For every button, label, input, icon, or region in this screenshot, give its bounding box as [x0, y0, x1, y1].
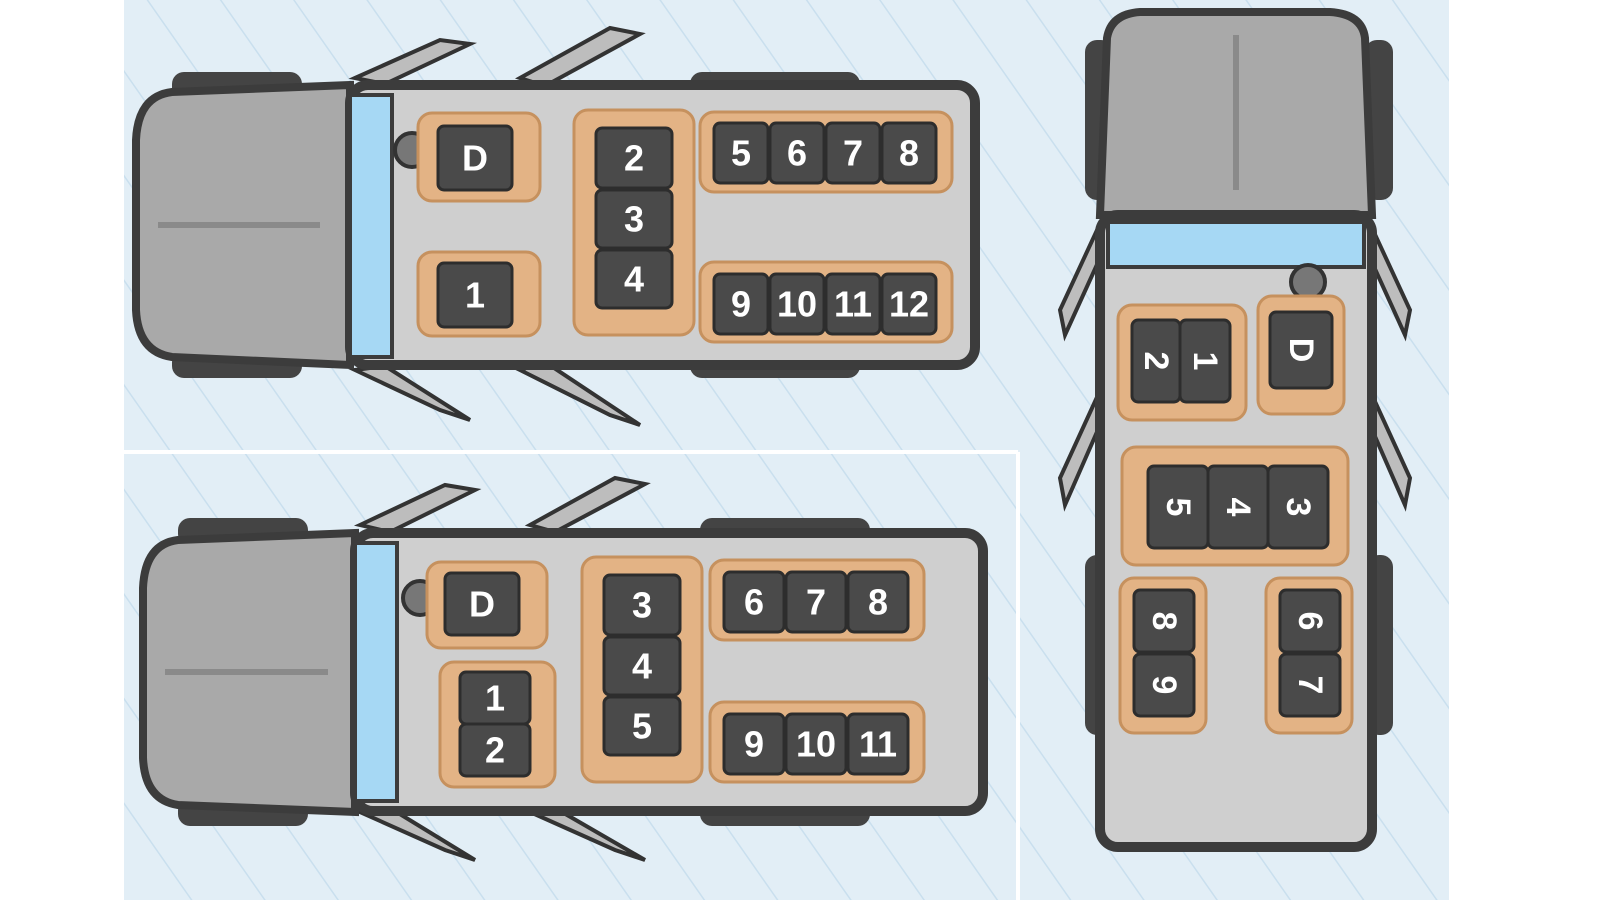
seat-number: 9	[744, 724, 764, 765]
seat-number: 7	[1291, 676, 1329, 695]
seat-cushion	[784, 570, 848, 634]
seat-number: 9	[1145, 676, 1183, 695]
seat-cushion	[880, 272, 938, 336]
rear-bench-bottom: 9 10 11	[708, 700, 926, 784]
seat-cushion	[1268, 310, 1334, 390]
seat-cushion	[1278, 588, 1342, 654]
door-panels	[1057, 227, 1413, 512]
seat-number: 5	[632, 706, 652, 747]
seat-cushion	[602, 695, 682, 757]
seat-cushion	[1132, 588, 1196, 654]
front-passenger-seat: 12	[438, 660, 557, 789]
seat-number: 8	[899, 133, 919, 174]
seat-number: D	[462, 138, 488, 179]
seat-number: 11	[834, 284, 872, 325]
seat-cushion	[768, 272, 826, 336]
front-passenger-seat: 1	[416, 250, 542, 338]
seat-cushion	[594, 126, 674, 190]
driver-seat: D	[1256, 294, 1346, 416]
front-passenger-seat: 12	[1116, 303, 1248, 422]
seat-cushion	[784, 712, 848, 776]
seat-number: 4	[632, 646, 652, 687]
seat-cushion	[443, 571, 521, 637]
seat-cushion	[824, 121, 882, 185]
seat-number: 5	[731, 133, 751, 174]
windshield	[353, 541, 399, 803]
seat-cushion	[768, 121, 826, 185]
seat-cushion	[712, 272, 770, 336]
seat-number: 1	[465, 275, 485, 316]
seat-number: D	[469, 584, 495, 625]
seat-cushion	[1130, 318, 1182, 404]
driver-seat: D	[425, 560, 549, 650]
seat-cushion	[1146, 464, 1210, 550]
seat-cushion	[436, 124, 514, 192]
seat-number: 3	[632, 585, 652, 626]
rear-bench-top: 6 7 8	[708, 558, 926, 642]
seat-number: 1	[485, 678, 505, 719]
steering-wheel-icon	[1289, 263, 1327, 301]
seat-number: 8	[1145, 612, 1183, 631]
seat-number: 6	[787, 133, 807, 174]
seat-number: 9	[731, 284, 751, 325]
seat-number: 6	[744, 582, 764, 623]
seat-cushion	[436, 261, 514, 329]
seat-cushion	[1278, 652, 1342, 718]
door-panels	[352, 475, 651, 862]
seat-cushion	[594, 188, 674, 250]
seat-cushion	[594, 248, 674, 310]
seat-number: 3	[1279, 498, 1317, 517]
middle-bench: 2 3 4	[572, 108, 696, 337]
seat-cushion	[846, 712, 910, 776]
seat-cushion	[722, 570, 786, 634]
seat-cushion	[712, 121, 770, 185]
seat-number: 8	[868, 582, 888, 623]
rear-bench-right: 67	[1264, 576, 1354, 735]
seat-number: 10	[796, 724, 836, 765]
seat-number: 12	[889, 284, 929, 325]
windshield	[348, 93, 394, 359]
seat-cushion	[602, 573, 682, 637]
seat-number: 7	[843, 133, 863, 174]
seat-number: 10	[777, 284, 817, 325]
seat-number: D	[1282, 338, 1320, 363]
seat-number: 5	[1159, 498, 1197, 517]
seat-cushion	[880, 121, 938, 185]
seat-cushion	[1132, 652, 1196, 718]
middle-bench: 3 4 5	[580, 555, 704, 784]
seat-number: 3	[624, 199, 644, 240]
driver-seat: D	[416, 111, 542, 203]
seat-number: 4	[624, 259, 644, 300]
middle-bench: 3 4 5	[1120, 445, 1350, 567]
seat-number: 2	[1137, 352, 1175, 371]
seat-cushion	[824, 272, 882, 336]
seat-number: 11	[859, 724, 897, 765]
seat-cushion	[722, 712, 786, 776]
seat-number: 2	[485, 730, 505, 771]
seat-number: 4	[1219, 498, 1257, 517]
seat-cushion	[458, 722, 532, 778]
seat-number: 1	[1186, 352, 1224, 371]
rear-bench-bottom: 9 10 11 12	[698, 260, 954, 344]
rear-bench-left: 89	[1118, 576, 1208, 735]
windshield	[1106, 220, 1366, 269]
seat-cushion	[602, 635, 682, 697]
seat-number: 6	[1291, 612, 1329, 631]
seat-number: 2	[624, 138, 644, 179]
seat-number: 7	[806, 582, 826, 623]
seat-cushion	[846, 570, 910, 634]
